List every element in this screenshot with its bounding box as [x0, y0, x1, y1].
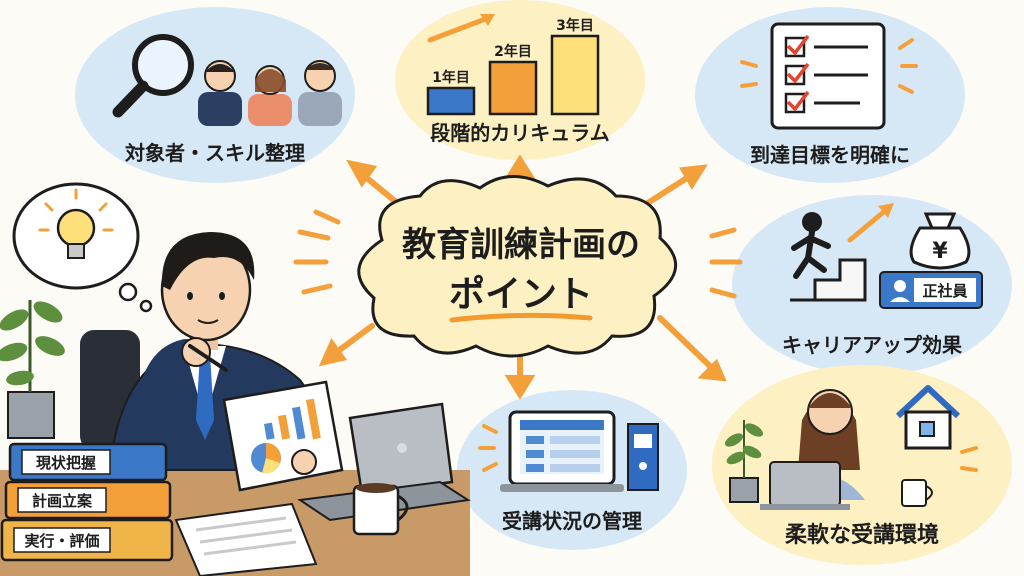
topic-label-target: 対象者・スキル整理	[124, 141, 305, 165]
topic-label-management: 受講状況の管理	[502, 509, 642, 533]
arrow-head-curriculum	[504, 154, 536, 179]
yen-symbol: ¥	[932, 239, 948, 264]
topic-label-goal: 到達目標を明確に	[750, 143, 910, 167]
climbing-person-icon	[791, 212, 831, 279]
book-label-1: 現状把握	[36, 454, 96, 472]
arrow-head-flexible	[697, 358, 727, 382]
curriculum-bar-label: 2年目	[494, 43, 532, 60]
book-label-2: 計画立案	[32, 492, 93, 510]
topic-bubble-curriculum: 1年目 2年目 3年目 段階的カリキュラム	[395, 0, 645, 160]
pie-chart-icon	[251, 443, 281, 474]
thought-bubble	[12, 182, 153, 313]
topic-bubble-management: 受講状況の管理	[457, 390, 687, 550]
people-icon	[198, 60, 342, 126]
book-label-3: 実行・評価	[24, 532, 99, 550]
book-stack: 現状把握 計画立案 実行・評価	[0, 442, 174, 562]
checklist-icon	[770, 22, 886, 130]
center-cloud: 教育訓練計画の ポイント	[357, 175, 677, 358]
binder-icon	[627, 423, 659, 491]
arrow-head-target	[346, 159, 378, 188]
growth-arrow	[427, 15, 491, 43]
badge-label: 正社員	[922, 282, 967, 300]
curriculum-bar-label: 3年目	[556, 17, 594, 34]
center-underline	[449, 312, 593, 323]
bar-chart-icon	[264, 398, 321, 440]
topic-label-career: キャリアアップ効果	[782, 333, 962, 357]
topic-label-flexible: 柔軟な受講環境	[785, 522, 939, 548]
laptop-dashboard-icon	[500, 410, 624, 492]
topic-bubble-target: 対象者・スキル整理	[75, 7, 355, 183]
arrow-head-management	[504, 375, 536, 400]
coffee-mug-icon	[352, 483, 409, 536]
arrow-head-person	[318, 337, 348, 367]
stairs-icon	[790, 258, 867, 302]
money-bag-icon: ¥	[909, 212, 971, 270]
desk-papers	[174, 502, 318, 576]
sparkle-lines	[960, 446, 978, 472]
person-icon	[894, 280, 906, 292]
career-arrow	[847, 207, 889, 243]
report-document	[222, 380, 344, 492]
curriculum-bar	[426, 86, 476, 116]
office-plant	[0, 300, 65, 439]
sparkle-lines	[478, 424, 498, 472]
career-arrow-head	[878, 203, 894, 218]
growth-arrow-head	[480, 14, 495, 26]
lightbulb-icon	[38, 188, 114, 259]
employee-badge: 正社員	[879, 271, 983, 309]
center-sparkles	[293, 209, 743, 299]
curriculum-bar	[550, 34, 600, 116]
mug-icon	[901, 479, 933, 507]
topic-bubble-goal: 到達目標を明確に	[695, 7, 965, 183]
curriculum-bars: 1年目 2年目 3年目	[426, 17, 600, 116]
curriculum-bar-label: 1年目	[432, 69, 470, 86]
plant-icon	[724, 420, 764, 503]
topic-label-curriculum: 段階的カリキュラム	[430, 121, 609, 145]
topic-bubble-career: ¥ 正社員 キャリアアップ効果	[732, 195, 1012, 375]
curriculum-bar	[488, 60, 538, 116]
laptop-icon	[760, 461, 850, 510]
magnifier-icon	[112, 34, 194, 118]
arrow-head-goal	[679, 164, 708, 190]
house-icon	[895, 385, 961, 450]
center-title-line2: ポイント	[449, 273, 593, 315]
sparkle-lines	[740, 38, 918, 94]
center-title-line1: 教育訓練計画の	[402, 225, 640, 265]
topic-bubble-flexible: 柔軟な受講環境	[712, 365, 1012, 565]
